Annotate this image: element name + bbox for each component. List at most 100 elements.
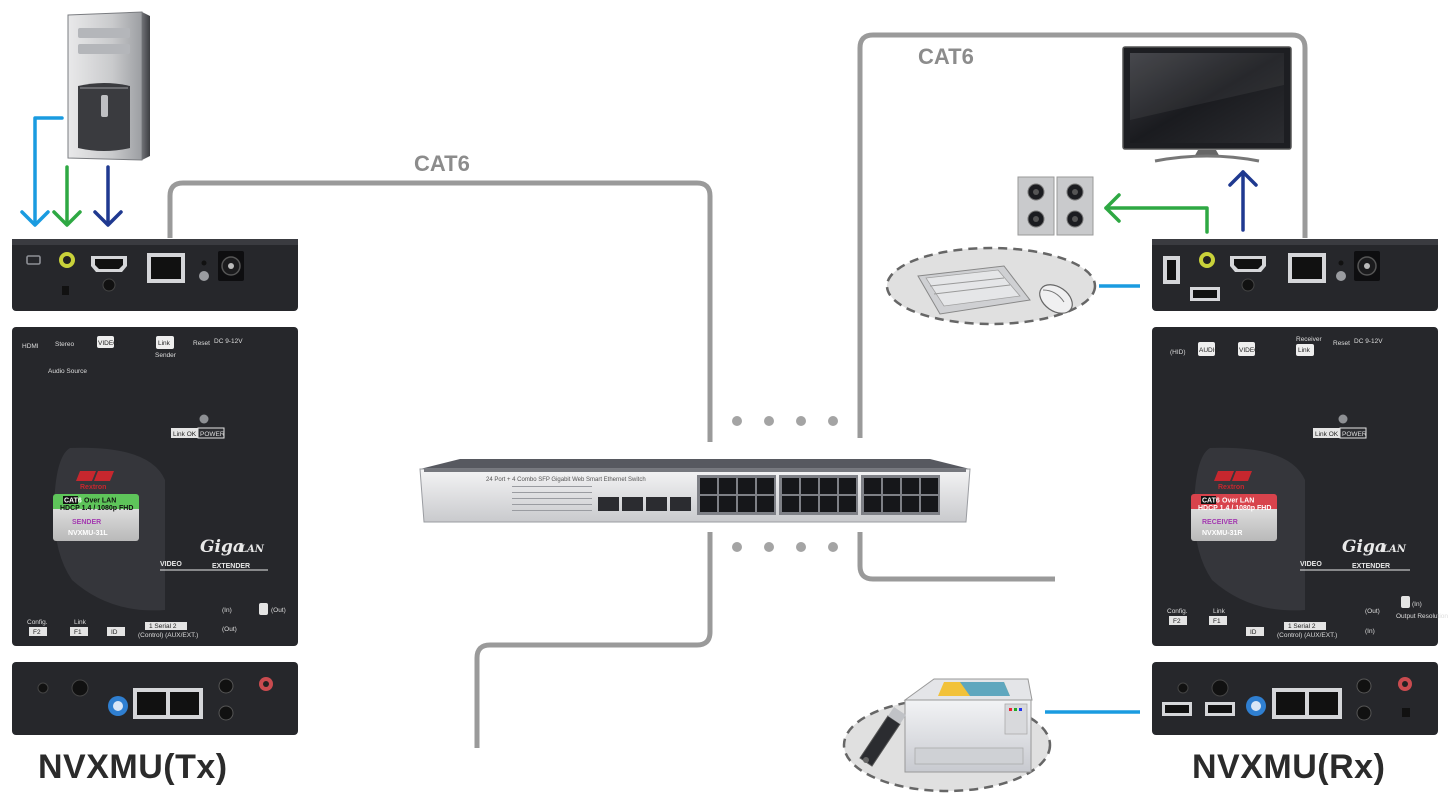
tx-model-badge: CAT6 Over LAN HDCP 1.4 / 1080p FHD SENDE…: [53, 494, 139, 541]
cat6-cable-right: [857, 32, 1308, 438]
tx-rextron-logo: Rextron: [76, 471, 114, 491]
rj45-port-bank-3: [861, 475, 940, 515]
svg-text:1 Serial 2: 1 Serial 2: [1288, 623, 1316, 630]
pc-tower-icon: [67, 11, 150, 161]
audio-arrow-tx: [52, 165, 82, 227]
svg-text:(Out): (Out): [271, 607, 286, 614]
video-arrow-rx: [1228, 170, 1258, 232]
svg-text:EXTENDER: EXTENDER: [212, 563, 250, 570]
cat6-cable-left: [167, 180, 713, 442]
tx-top-panel: HDMI Stereo Audio Source VIDEO Link Send…: [12, 327, 298, 646]
svg-text:Over LAN: Over LAN: [1222, 498, 1254, 505]
tx-status-led: [199, 414, 209, 424]
rx-gigalan-logo: Giga LAN VIDEO EXTENDER: [1300, 537, 1410, 571]
svg-text:Link: Link: [1298, 347, 1311, 354]
svg-text:(In): (In): [222, 607, 232, 614]
svg-text:HDCP 1.4 / 1080p FHD: HDCP 1.4 / 1080p FHD: [60, 505, 133, 512]
more-ports-dots-lower: [732, 542, 838, 552]
monitor-icon: [1122, 46, 1292, 163]
svg-text:Link: Link: [74, 619, 87, 626]
svg-text:Sender: Sender: [155, 352, 177, 359]
svg-text:F2: F2: [1173, 618, 1181, 625]
usb-drive-icon: [859, 707, 906, 767]
svg-text:EXTENDER: EXTENDER: [1352, 563, 1390, 570]
svg-text:(HID): (HID): [1170, 349, 1186, 356]
svg-text:F1: F1: [1213, 618, 1221, 625]
svg-text:HDCP 1.4 / 1080p FHD: HDCP 1.4 / 1080p FHD: [1198, 505, 1271, 512]
svg-text:NVXMU-31L: NVXMU-31L: [68, 530, 108, 537]
more-ports-dots-upper: [732, 416, 838, 426]
svg-text:Giga: Giga: [1342, 537, 1386, 557]
tx-front-panel: [12, 662, 298, 735]
svg-text:Config.: Config.: [27, 619, 48, 626]
svg-text:F1: F1: [74, 629, 82, 636]
svg-text:(In): (In): [1365, 628, 1375, 635]
svg-text:RECEIVER: RECEIVER: [1202, 519, 1238, 526]
svg-text:Rextron: Rextron: [80, 484, 106, 491]
usb-arrow-tx: [20, 116, 64, 227]
svg-text:DC 9-12V: DC 9-12V: [1354, 338, 1383, 345]
svg-text:VIDEO: VIDEO: [160, 561, 182, 568]
svg-text:(Control) (AUX/EXT.): (Control) (AUX/EXT.): [1277, 632, 1337, 639]
svg-text:CAT6: CAT6: [64, 498, 82, 505]
rj45-port-bank-2: [779, 475, 858, 515]
svg-text:(Out): (Out): [1365, 608, 1380, 615]
svg-text:Reset: Reset: [193, 340, 210, 347]
svg-text:1 Serial 2: 1 Serial 2: [149, 623, 177, 630]
svg-text:(Out): (Out): [222, 626, 237, 633]
rx-front-buttons: Config. F2 Link F1 ID 1 Serial 2 (Contro…: [1167, 596, 1448, 639]
rx-model-badge: CAT6 Over LAN HDCP 1.4 / 1080p FHD RECEI…: [1191, 494, 1277, 541]
svg-text:Link: Link: [1213, 608, 1226, 615]
printer-icon: [903, 678, 1033, 773]
svg-text:Link OK: Link OK: [1315, 431, 1339, 438]
svg-text:Reset: Reset: [1333, 340, 1350, 347]
rx-status-led: [1338, 414, 1348, 424]
svg-text:Rextron: Rextron: [1218, 484, 1244, 491]
video-arrow-tx: [93, 165, 123, 227]
svg-text:F2: F2: [33, 629, 41, 636]
tx-rear-panel: [12, 239, 298, 311]
tx-caption: NVXMU(Tx): [38, 748, 228, 786]
rx-rextron-logo: Rextron: [1214, 471, 1252, 491]
cat6-label-left: CAT6: [414, 151, 470, 176]
rx-caption: NVXMU(Rx): [1192, 748, 1386, 786]
svg-text:LAN: LAN: [239, 544, 265, 555]
svg-text:VIDEO: VIDEO: [98, 340, 118, 347]
svg-text:Config.: Config.: [1167, 608, 1188, 615]
svg-text:DC 9-12V: DC 9-12V: [214, 338, 243, 345]
svg-text:(Control) (AUX/EXT.): (Control) (AUX/EXT.): [138, 632, 198, 639]
svg-text:POWER: POWER: [1342, 431, 1367, 438]
svg-text:ID: ID: [111, 629, 118, 636]
svg-text:24 Port + 4 Combo SFP Gigabit: 24 Port + 4 Combo SFP Gigabit Web Smart …: [486, 477, 646, 483]
rj45-port-bank-1: [697, 475, 776, 515]
svg-text:Receiver: Receiver: [1296, 336, 1322, 343]
svg-text:Over LAN: Over LAN: [84, 498, 116, 505]
svg-text:Link: Link: [158, 340, 171, 347]
svg-text:NVXMU-31R: NVXMU-31R: [1202, 530, 1242, 537]
tx-mini-usb-port: [26, 255, 41, 265]
svg-text:CAT6: CAT6: [1202, 498, 1220, 505]
svg-text:AUDIO: AUDIO: [1199, 347, 1220, 354]
cat6-label-right: CAT6: [918, 44, 974, 69]
keyboard-mouse-icon: [885, 246, 1097, 326]
sfp-ports: [598, 497, 691, 511]
cable-switch-lower-right: [857, 532, 1055, 582]
svg-text:Output Resolution: Output Resolution: [1396, 613, 1448, 620]
svg-text:Audio Source: Audio Source: [48, 368, 87, 375]
audio-arrow-rx: [1104, 193, 1209, 234]
speakers-icon: [1017, 176, 1094, 236]
rx-top-panel: (HID) AUDIO VIDEO Receiver Link Reset DC…: [1152, 327, 1448, 646]
svg-text:Stereo: Stereo: [55, 341, 75, 348]
svg-text:Giga: Giga: [200, 537, 244, 557]
svg-text:(In): (In): [1412, 601, 1422, 608]
svg-text:VIDEO: VIDEO: [1300, 561, 1322, 568]
svg-text:Link OK: Link OK: [173, 431, 197, 438]
svg-text:SENDER: SENDER: [72, 519, 101, 526]
ethernet-switch: 24 Port + 4 Combo SFP Gigabit Web Smart …: [419, 459, 971, 523]
svg-text:ID: ID: [1250, 629, 1257, 636]
tx-gigalan-logo: Giga LAN VIDEO EXTENDER: [160, 537, 268, 571]
rx-rear-panel: [1152, 239, 1438, 311]
tx-front-buttons: Config. F2 Link F1 ID 1 Serial 2 (Contro…: [27, 603, 286, 639]
svg-text:LAN: LAN: [1381, 544, 1407, 555]
